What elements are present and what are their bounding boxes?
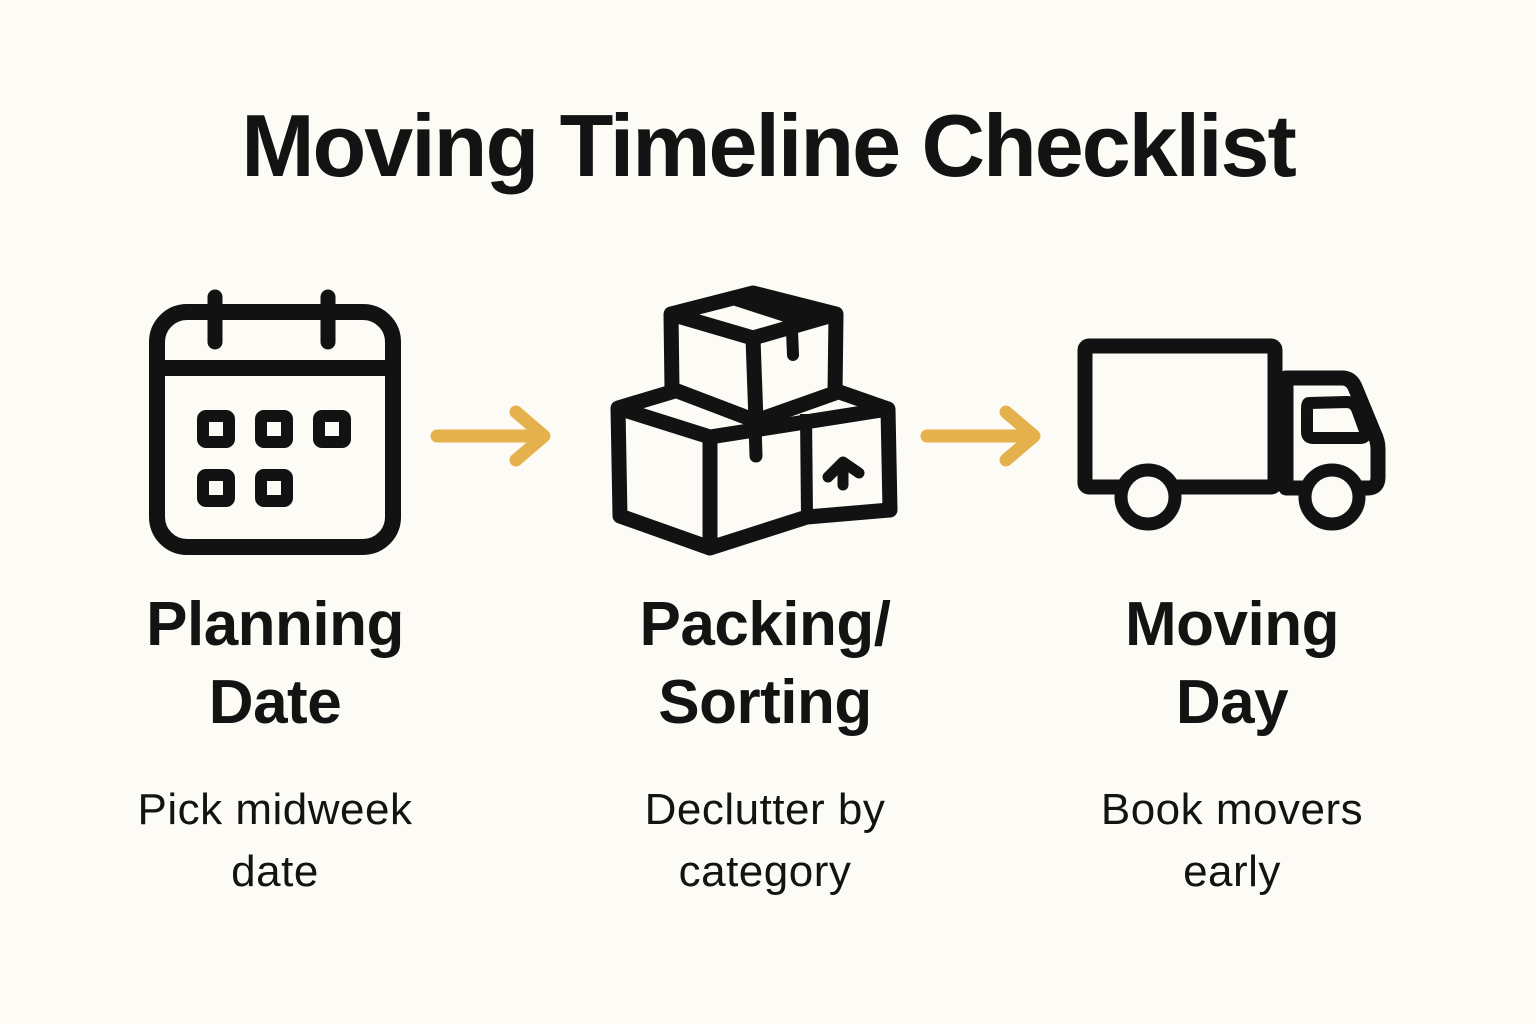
calendar-icon xyxy=(149,289,401,555)
step-planning-date: Planning Date Pick midweek date xyxy=(45,586,505,903)
moving-boxes-icon xyxy=(610,285,898,556)
step-packing-sorting: Packing/ Sorting Declutter by category xyxy=(535,586,995,903)
step-description: Book movers early xyxy=(1100,785,1364,896)
step-description: Declutter by category xyxy=(644,785,886,896)
page-title: Moving Timeline Checklist xyxy=(241,96,1297,195)
step-heading: Planning Date xyxy=(146,590,404,737)
moving-truck-icon xyxy=(1077,338,1386,531)
step-heading: Packing/ Sorting xyxy=(639,590,892,737)
step-moving-day: Moving Day Book movers early xyxy=(1002,586,1462,903)
step-heading: Moving Day xyxy=(1125,590,1339,737)
step-description: Pick midweek date xyxy=(137,785,413,896)
right-arrow-icon xyxy=(430,405,551,467)
right-arrow-icon xyxy=(920,405,1041,467)
